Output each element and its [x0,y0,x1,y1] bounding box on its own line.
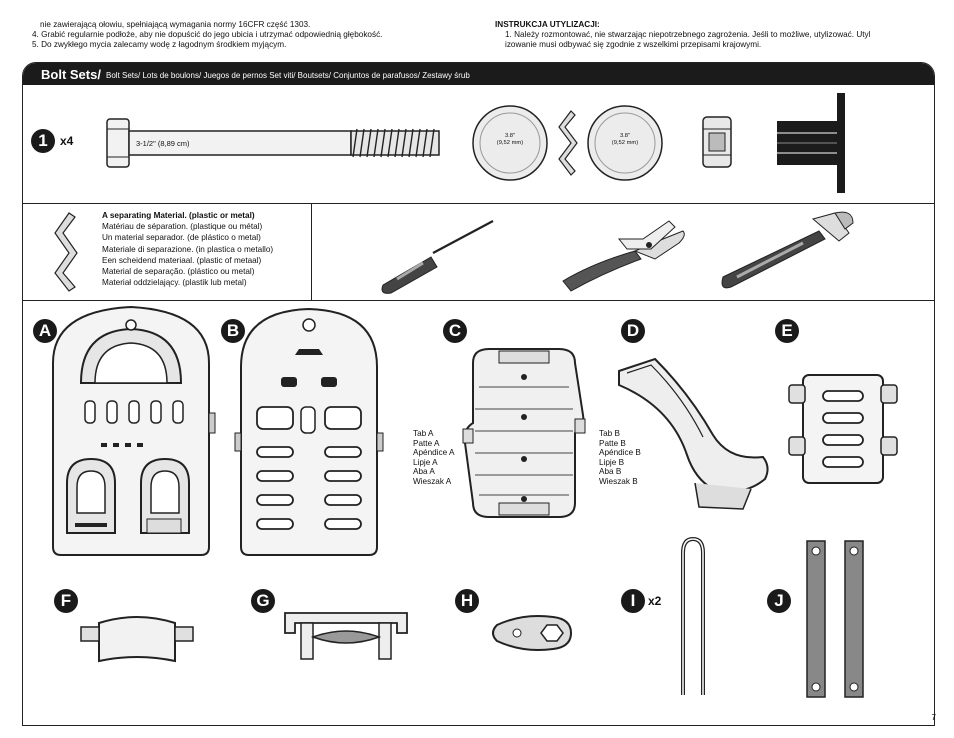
divider [23,300,934,301]
tab-b-label: Aba B [599,467,622,477]
separator-note-line: Un material separador. (de plástico o me… [102,233,261,243]
header-subtitle: Bolt Sets/ Lots de boulons/ Juegos de pe… [106,71,470,80]
tab-b-labels: Tab B Patte B Apéndice B Lipje B Aba B W… [599,429,641,487]
top-left-notes: nie zawierającą ołowiu, spełniającą wyma… [32,20,452,50]
part-h-wrench [492,615,573,651]
disposal-line: 1. Należy rozmontować, nie stwarzając ni… [505,30,871,39]
part-g-handle [284,612,408,660]
part-a-panel [52,305,216,556]
tab-b-label: Wieszak B [599,476,638,486]
part-label-g: G [251,589,275,613]
bolt-length: 3-1/2" (8,89 cm) [136,139,190,148]
disposal-notes: INSTRUKCJA UTYLIZACJI: 1. Należy rozmont… [495,20,925,50]
hammer-icon [721,211,854,289]
tab-b-label: Apéndice B [599,448,641,458]
part-d-slide [618,357,769,510]
part-j-straps [806,540,864,698]
part-label-j: J [767,589,791,613]
separator-note-line: Materiale di separazione. (in plastica o… [102,244,274,254]
disposal-title: INSTRUKCJA UTYLIZACJI: [495,20,600,29]
washer-size-metric: (9,52 mm) [496,140,524,146]
tab-a-label: Lipje A [413,457,438,467]
part-label-h: H [455,589,479,613]
tab-a-label: Wieszak A [413,476,452,486]
tab-a-label: Apéndice A [413,448,455,458]
separator-note-line: Materiał oddzielający. (plastik lub meta… [102,278,247,288]
part-label-b: B [221,319,245,343]
separator-note-line: Een scheidend materiaal. (plastic of met… [102,255,262,265]
washer-icon [472,105,663,181]
divider [311,203,312,300]
bolt-set-number: 1 [31,129,55,153]
tab-b-label: Patte B [599,438,626,448]
note-line: 5. Do zwykłego mycia zalecamy wodę z łag… [32,40,287,49]
header-title: Bolt Sets/ [41,67,101,82]
part-label-a: A [33,319,57,343]
note-line: 4. Grabić regularnie podłoże, aby nie do… [32,30,383,39]
bolt-icon [106,118,440,168]
part-e-ladder [788,374,898,484]
washer-size-label: 3.8" (9,52 mm) [490,133,530,147]
part-label-f: F [54,589,78,613]
part-label-d: D [621,319,645,343]
note-line: nie zawierającą ołowiu, spełniającą wyma… [40,20,311,29]
part-label-e: E [775,319,799,343]
tab-a-labels: Tab A Patte A Apéndice A Lipje A Aba A W… [413,429,454,487]
part-f-bracket [80,616,194,663]
t-nut-icon [777,93,845,193]
parts-frame: Bolt Sets/ Bolt Sets/ Lots de boulons/ J… [22,62,935,726]
separator-icon [54,212,78,292]
bolt-set-quantity: x4 [60,134,74,148]
separator-note: A separating Material. (plastic or metal… [102,210,273,288]
tab-a-label: Patte A [413,438,440,448]
divider [23,203,934,204]
washer-size-label: 3.8" (9,52 mm) [605,133,645,147]
part-b-panel [234,307,384,556]
part-label-c: C [443,319,467,343]
nut-icon [702,116,732,168]
page-number: 7 [931,713,936,722]
tab-a-label: Tab A [413,429,434,438]
part-c-platform [462,348,586,518]
screwdriver-icon [381,220,494,294]
washer-size-metric: (9,52 mm) [611,140,639,146]
part-i-quantity: x2 [648,594,662,608]
tab-b-label: Lipje B [599,457,625,467]
header-bar: Bolt Sets/ Bolt Sets/ Lots de boulons/ J… [23,63,934,85]
tab-b-label: Tab B [599,429,620,438]
separator-note-line: Matériau de séparation. (plastique ou mé… [102,222,263,232]
washer-size: 3.8" [504,133,516,139]
separator-note-line: A separating Material. (plastic or metal… [102,211,255,220]
disposal-line: izowanie musi odbywać się zgodnie z wsze… [505,40,762,49]
part-label-i: I [621,589,645,613]
washer-size: 3.8" [619,133,631,139]
part-i-pin [681,536,705,695]
separator-note-line: Material de separação. (plástico ou meta… [102,267,255,277]
pliers-icon [562,220,685,292]
tab-a-label: Aba A [413,467,435,477]
